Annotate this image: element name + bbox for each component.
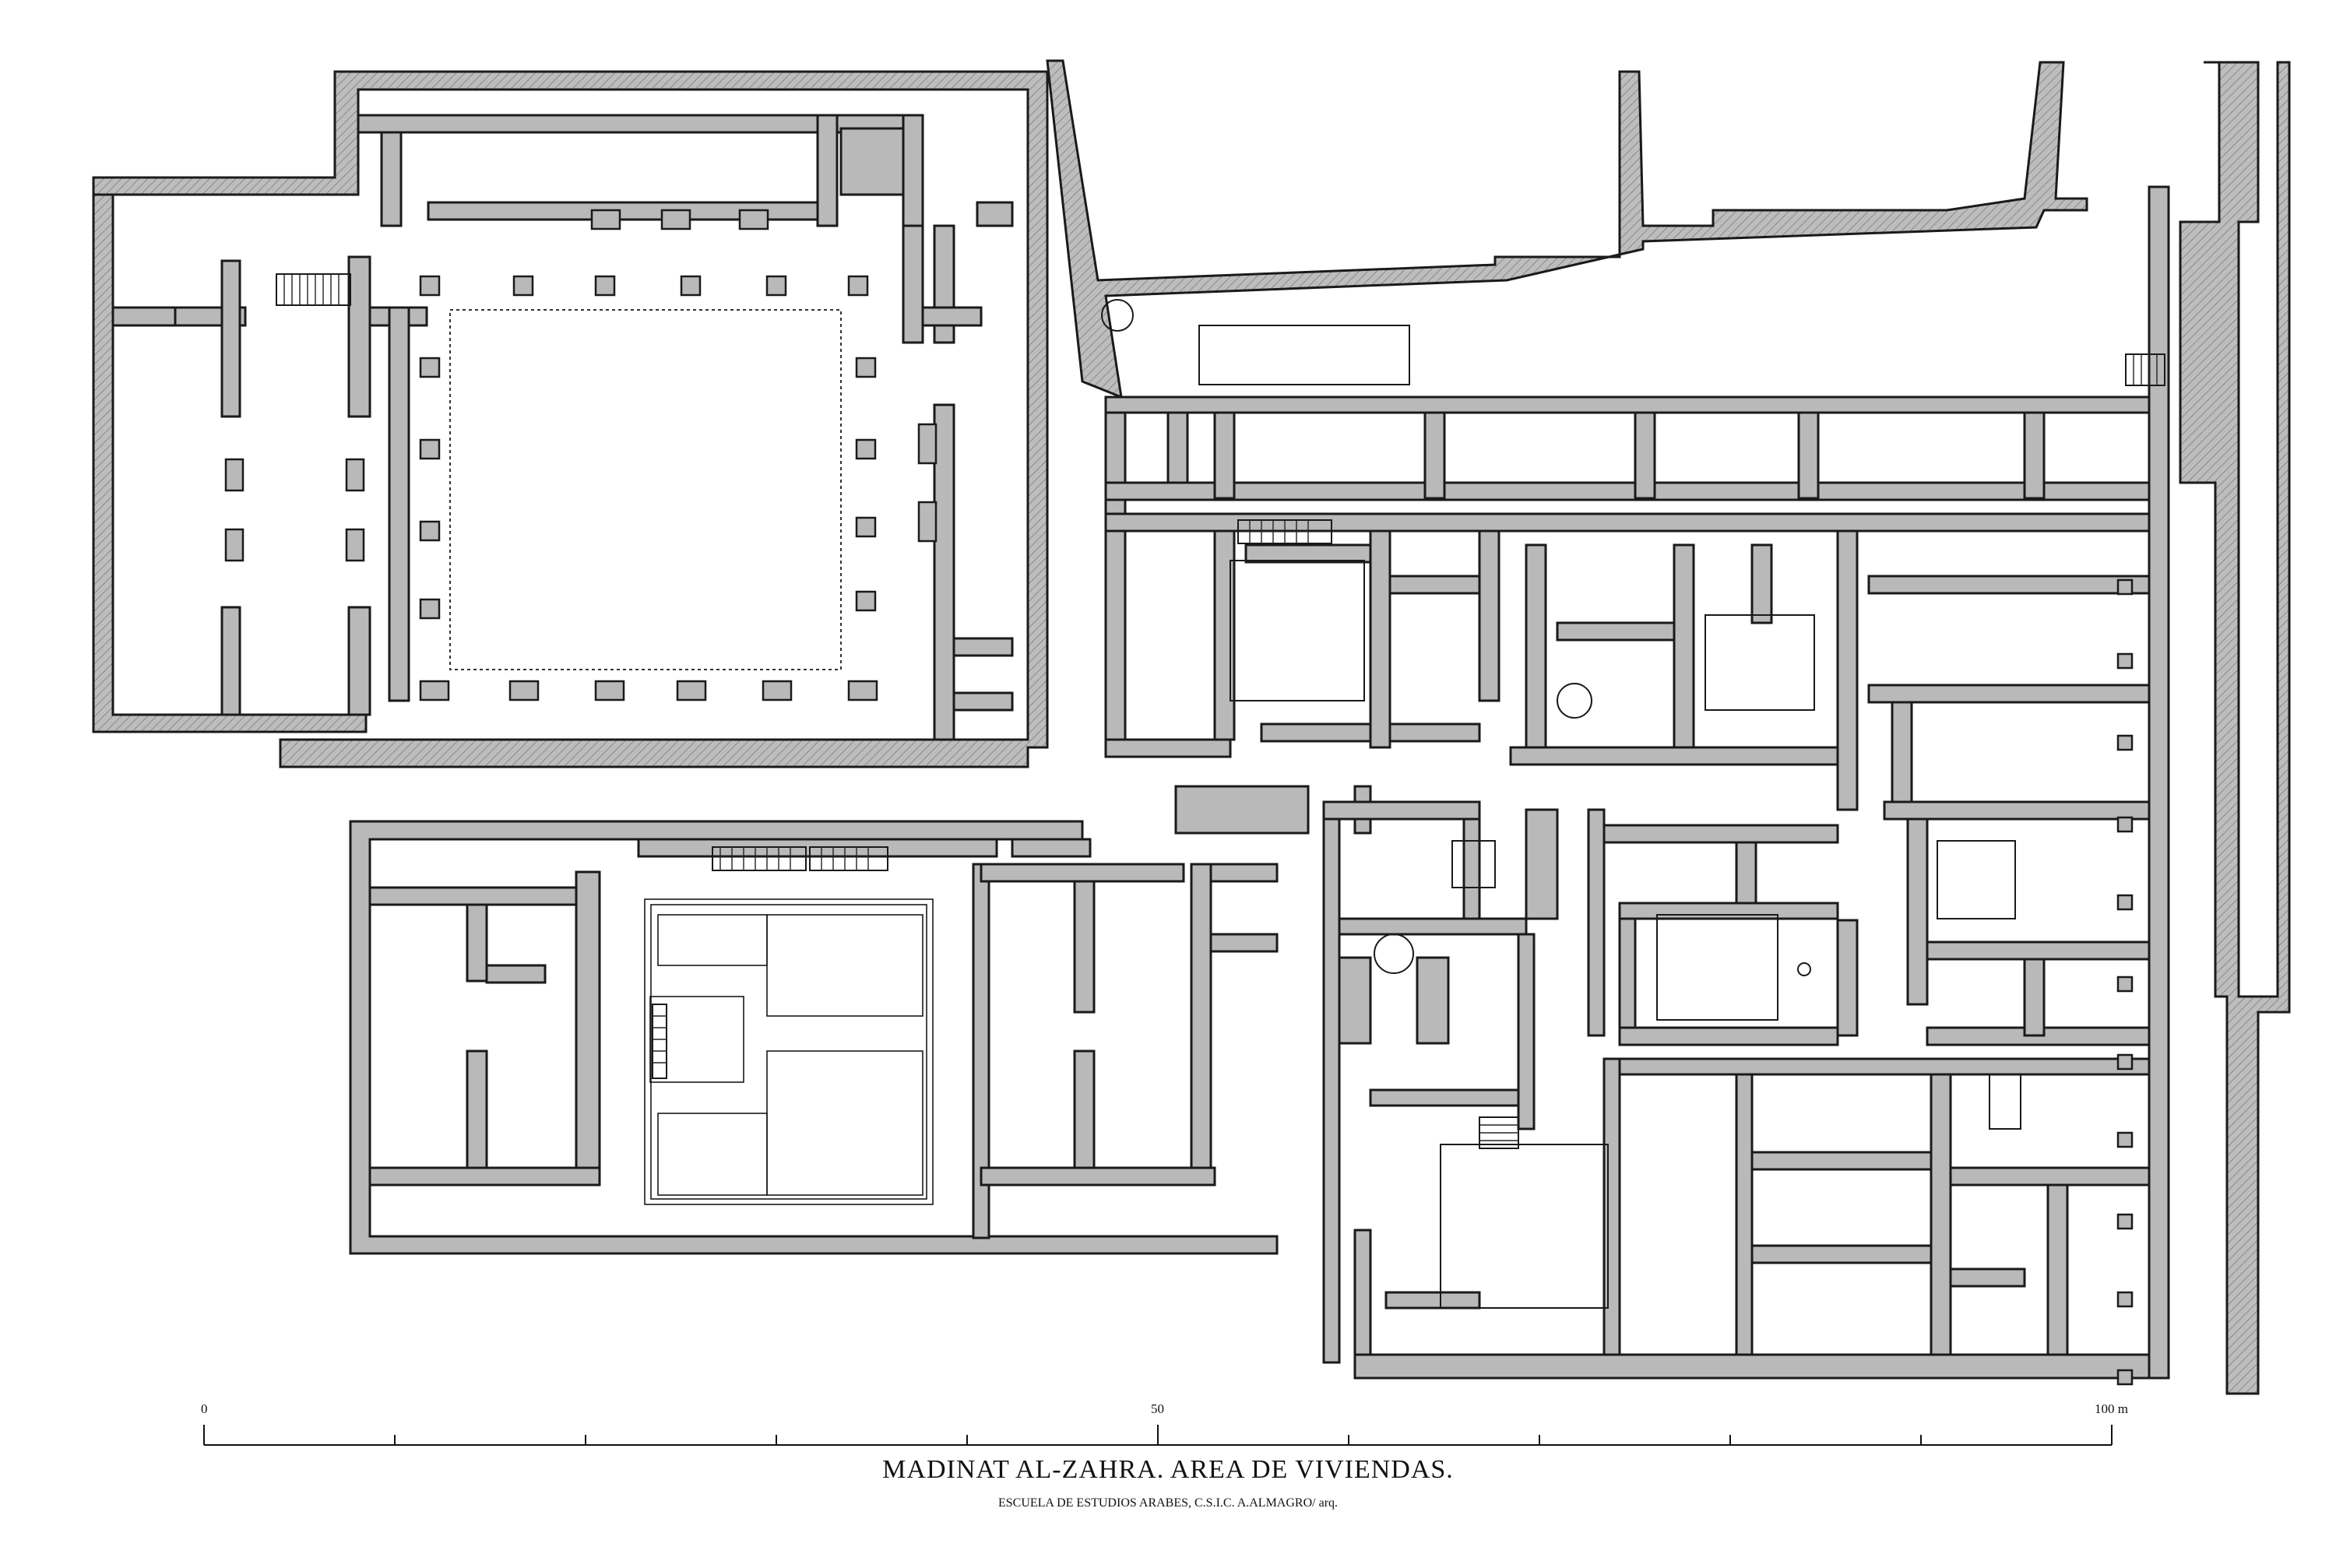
northwest-house bbox=[92, 70, 1049, 768]
scale-bar: 0 50 100 m bbox=[201, 1401, 2128, 1446]
southwest-house bbox=[349, 820, 1279, 1255]
eastern-courtyards bbox=[1101, 299, 2021, 1309]
southwest-garden bbox=[644, 898, 934, 1205]
plan-credit: ESCUELA DE ESTUDIOS ARABES, C.S.I.C. A.A… bbox=[997, 1496, 1339, 1510]
eastern-houses bbox=[1046, 59, 2170, 1380]
scale-label-100: 100 m bbox=[2095, 1401, 2128, 1416]
peristyle-piers bbox=[224, 209, 938, 701]
northwest-courtyard bbox=[449, 309, 842, 670]
scale-label-50: 50 bbox=[1151, 1401, 1164, 1416]
stairs bbox=[276, 273, 2165, 1149]
eastern-street bbox=[2116, 61, 2291, 1395]
plan-title: MADINAT AL-ZAHRA. AREA DE VIVIENDAS. bbox=[882, 1455, 1454, 1484]
scale-label-0: 0 bbox=[201, 1401, 208, 1416]
